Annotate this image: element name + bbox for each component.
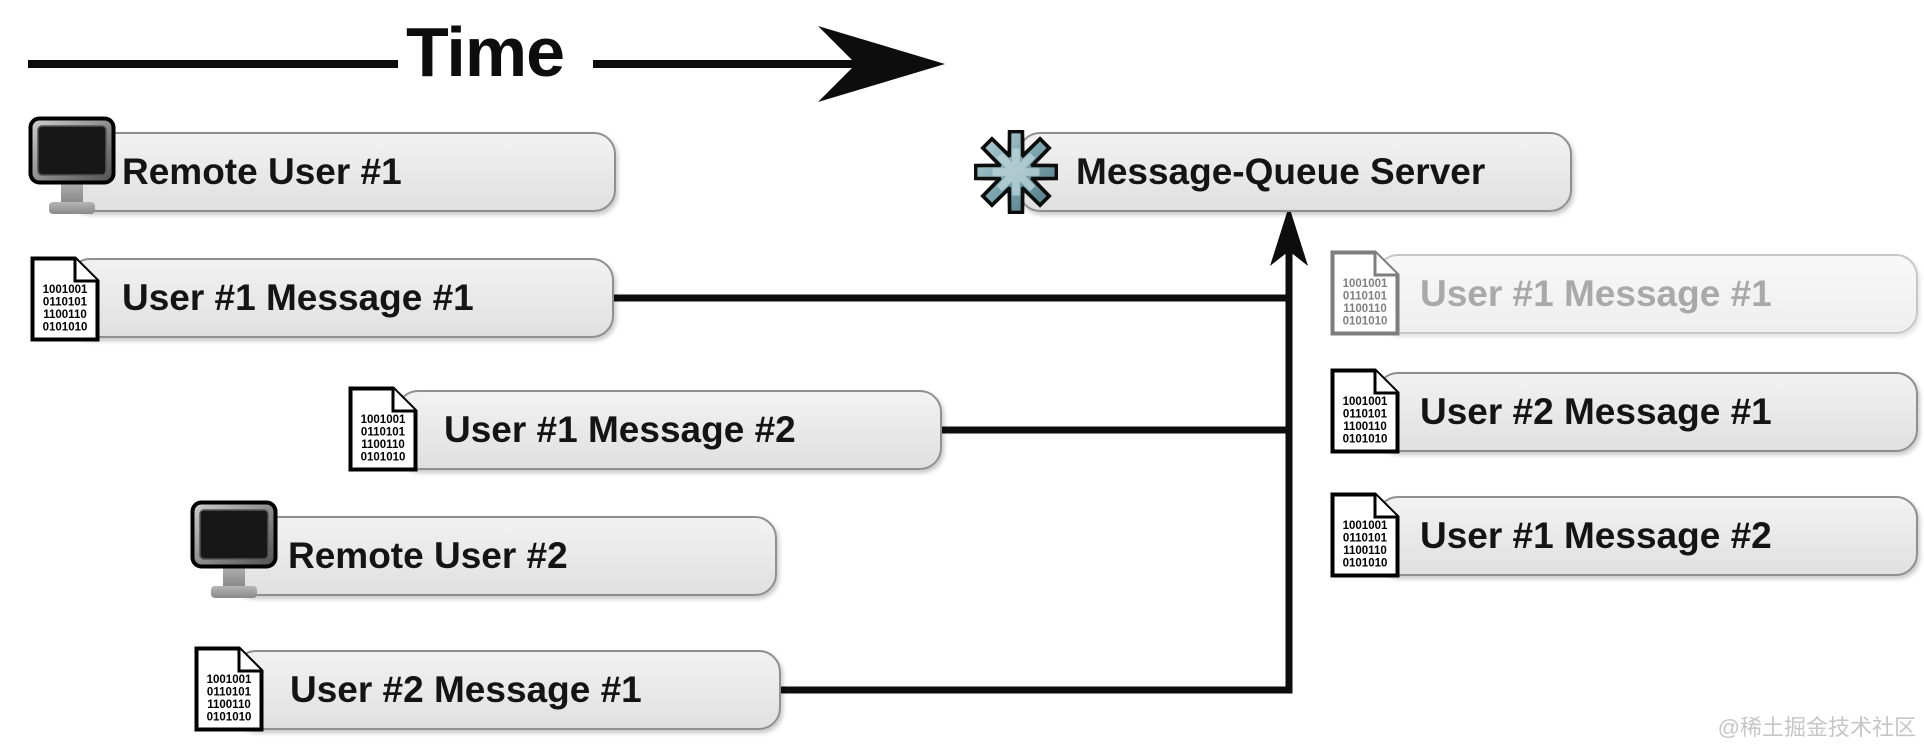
node-user1-message-2: User #1 Message #2 1001001 0110101 11001… <box>348 386 942 472</box>
binary-line: 0101010 <box>361 452 406 464</box>
asterisk-icon <box>974 130 1058 214</box>
binary-line: 1001001 <box>361 414 406 426</box>
binary-line: 1001001 <box>1343 278 1388 290</box>
node-pill: User #2 Message #1 <box>234 650 781 730</box>
node-label: User #1 Message #2 <box>1420 515 1772 556</box>
time-arrowhead-icon <box>818 26 945 102</box>
node-label: User #2 Message #1 <box>1420 391 1772 432</box>
binary-document-icon: 1001001 0110101 1100110 0101010 <box>194 646 264 732</box>
node-label: Remote User #2 <box>288 535 568 576</box>
binary-line: 0110101 <box>1343 291 1388 303</box>
node-pill: Remote User #1 <box>66 132 616 212</box>
binary-document-icon: 1001001 0110101 1100110 0101010 <box>1330 250 1400 336</box>
binary-document-icon: 1001001 0110101 1100110 0101010 <box>1330 492 1400 578</box>
binary-line: 1100110 <box>207 699 251 711</box>
binary-line: 0101010 <box>207 712 252 724</box>
binary-line: 0110101 <box>1343 533 1388 545</box>
binary-document-icon: 1001001 0110101 1100110 0101010 <box>30 256 100 342</box>
binary-line: 0110101 <box>361 427 406 439</box>
binary-document-icon: 1001001 0110101 1100110 0101010 <box>1330 368 1400 454</box>
binary-line: 0110101 <box>43 297 88 309</box>
binary-line: 1001001 <box>1343 396 1388 408</box>
node-user2-message-1: User #2 Message #1 1001001 0110101 11001… <box>194 646 781 732</box>
binary-line: 1001001 <box>1343 520 1388 532</box>
binary-line: 1100110 <box>43 309 87 321</box>
time-axis-label: Time <box>405 13 565 91</box>
node-pill: User #1 Message #1 <box>68 258 614 338</box>
binary-line: 1100110 <box>1343 303 1387 315</box>
binary-line: 1100110 <box>361 439 405 451</box>
binary-line: 1100110 <box>1343 545 1387 557</box>
binary-line: 0110101 <box>207 687 252 699</box>
monitor-icon <box>28 116 116 214</box>
node-label: User #1 Message #2 <box>444 409 796 450</box>
node-pill: User #1 Message #2 <box>396 390 942 470</box>
watermark: @稀土掘金技术社区 <box>1717 715 1916 740</box>
node-remote-user-1: Remote User #1 <box>28 116 616 214</box>
binary-line: 0110101 <box>1343 409 1388 421</box>
node-pill: User #2 Message #1 <box>1376 372 1918 452</box>
binary-line: 0101010 <box>43 322 88 334</box>
binary-line: 1001001 <box>43 284 88 296</box>
node-queued-user1-message-1: User #1 Message #1 1001001 0110101 11001… <box>1330 250 1918 336</box>
node-label: Message-Queue Server <box>1076 151 1486 192</box>
binary-line: 1100110 <box>1343 421 1387 433</box>
binary-line: 0101010 <box>1343 316 1388 328</box>
monitor-icon <box>190 500 278 598</box>
node-label: User #1 Message #1 <box>122 277 474 318</box>
binary-line: 0101010 <box>1343 434 1388 446</box>
up-arrowhead-icon <box>1270 206 1308 266</box>
node-label: Remote User #1 <box>122 151 402 192</box>
node-pill: User #1 Message #2 <box>1376 496 1918 576</box>
connector-user2-message1 <box>781 248 1293 694</box>
node-pill: Message-Queue Server <box>1018 132 1572 212</box>
node-queued-user2-message-1: User #2 Message #1 1001001 0110101 11001… <box>1330 368 1918 454</box>
binary-line: 1001001 <box>207 674 252 686</box>
node-user1-message-1: User #1 Message #1 1001001 0110101 11001… <box>30 256 614 342</box>
node-queued-user1-message-2: User #1 Message #2 1001001 0110101 11001… <box>1330 492 1918 578</box>
binary-document-icon: 1001001 0110101 1100110 0101010 <box>348 386 418 472</box>
node-message-queue-server: Message-Queue Server <box>974 130 1572 214</box>
node-label: User #2 Message #1 <box>290 669 642 710</box>
node-remote-user-2: Remote User #2 <box>190 500 777 598</box>
node-pill: Remote User #2 <box>230 516 777 596</box>
node-label: User #1 Message #1 <box>1420 273 1772 314</box>
binary-line: 0101010 <box>1343 558 1388 570</box>
node-pill: User #1 Message #1 <box>1376 254 1918 334</box>
